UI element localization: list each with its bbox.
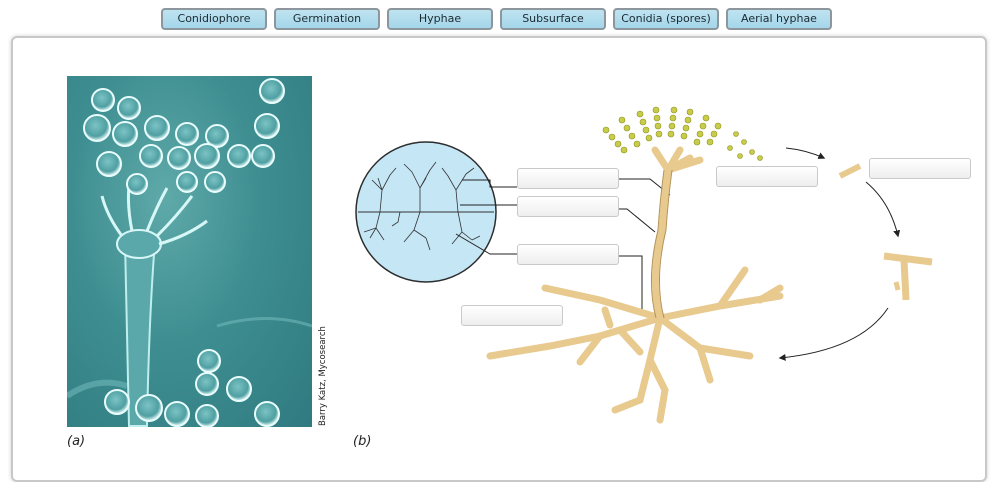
drop-target-3[interactable] <box>517 244 619 265</box>
label-conidia-spores[interactable]: Conidia (spores) <box>613 8 719 30</box>
drop-target-6[interactable] <box>869 158 971 179</box>
cycle-arrows <box>778 147 901 361</box>
conidiophore-outline <box>651 169 673 319</box>
label-subsurface[interactable]: Subsurface <box>500 8 606 30</box>
label-aerial-hyphae[interactable]: Aerial hyphae <box>726 8 832 30</box>
label-bank: Conidiophore Germination Hyphae Subsurfa… <box>0 0 996 36</box>
label-germination[interactable]: Germination <box>274 8 380 30</box>
subsurface-inset <box>355 141 497 283</box>
drop-target-4[interactable] <box>461 305 563 326</box>
drop-target-1[interactable] <box>517 168 619 189</box>
micrograph-drawing <box>67 78 312 427</box>
label-conidiophore[interactable]: Conidiophore <box>161 8 267 30</box>
caption-b: (b) <box>353 434 372 449</box>
drop-target-5[interactable] <box>716 166 818 187</box>
mycelium <box>486 146 784 424</box>
spore-chains <box>602 106 763 161</box>
conidiophore-micrograph <box>67 76 312 427</box>
label-hyphae[interactable]: Hyphae <box>387 8 493 30</box>
germinating-spore <box>838 163 933 301</box>
caption-a: (a) <box>67 434 86 449</box>
drop-target-2[interactable] <box>517 196 619 217</box>
